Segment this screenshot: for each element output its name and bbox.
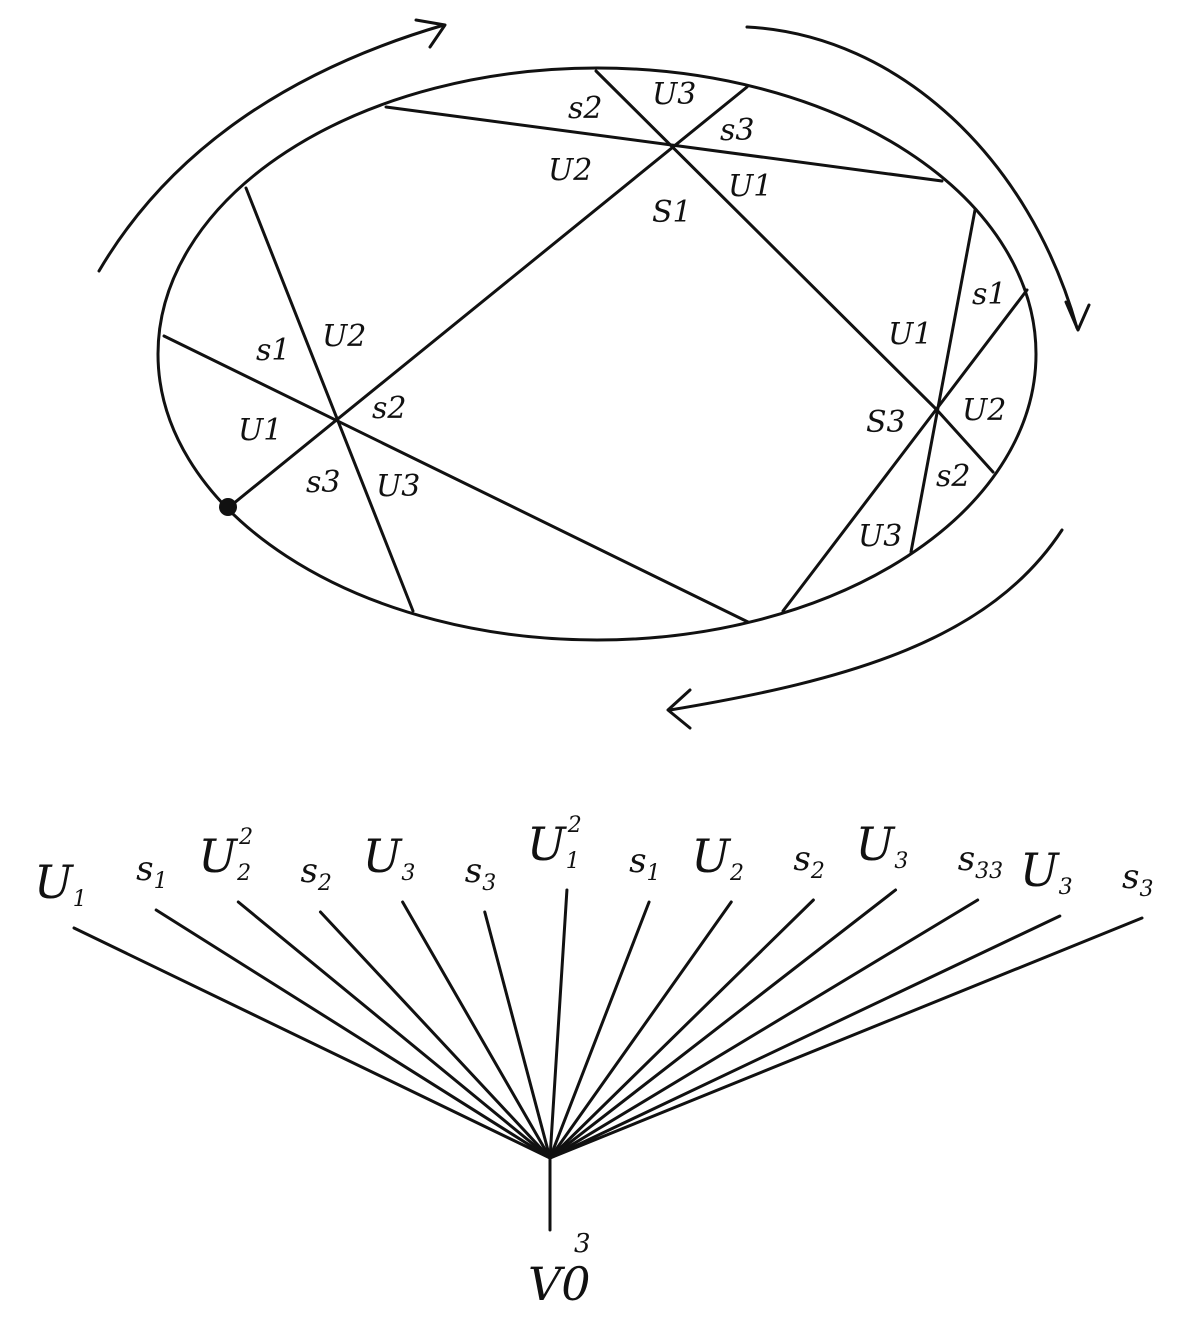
marked-point xyxy=(219,498,237,516)
chord-left-shallow xyxy=(162,334,750,624)
chord-right-short xyxy=(935,408,995,474)
ellipse-diagram: s2 U3 s3 U2 U1 S1 s1 U2 U1 s2 s3 U3 s1 U… xyxy=(97,18,1091,730)
fan-line-7 xyxy=(548,888,569,1160)
fan-leaf-label-11: U3 xyxy=(856,817,909,874)
fan-leaf-label-10: s2 xyxy=(793,839,824,884)
top-crossing-labels: s2 U3 s3 U2 U1 S1 xyxy=(548,77,772,230)
chord-left-steep xyxy=(244,186,415,613)
label-top-U1: U1 xyxy=(728,169,772,204)
left-crossing-labels: s1 U2 U1 s2 s3 U3 xyxy=(238,319,420,504)
label-right-s2: s2 xyxy=(936,459,970,494)
fan-line-10 xyxy=(548,898,815,1160)
fan-leaf-label-13: U3 xyxy=(1020,843,1073,900)
fan-line-8 xyxy=(548,900,651,1160)
fan-leaf-label-5: U3 xyxy=(363,829,416,886)
fan-line-5 xyxy=(401,900,552,1160)
fan-labels: U1 s1 U22 s2 U3 s3 U12 s1 U2 s2 U3 s33 U3 s3 xyxy=(34,813,1153,912)
label-left-U2: U2 xyxy=(322,319,366,354)
arrow-top-right-head xyxy=(1064,300,1091,332)
right-crossing-labels: s1 U1 S3 U2 s2 U3 xyxy=(858,277,1006,554)
fan-line-9 xyxy=(548,900,733,1160)
chord-top-left-diagonal xyxy=(226,85,749,510)
fan-leaf-label-4: s2 xyxy=(300,851,331,896)
chord-top-right-diagonal xyxy=(594,69,939,412)
fan-leaf-label-1: U1 xyxy=(34,855,87,912)
label-top-S1: S1 xyxy=(652,195,692,230)
fan-line-6 xyxy=(483,910,552,1160)
label-left-s3: s3 xyxy=(306,465,340,500)
label-right-S3: S3 xyxy=(866,405,906,440)
label-right-s1: s1 xyxy=(972,277,1006,312)
fan-line-3 xyxy=(236,900,552,1160)
fan-line-14 xyxy=(548,916,1144,1160)
fan-leaf-label-6: s3 xyxy=(465,851,496,896)
fan-line-1 xyxy=(72,926,552,1160)
label-right-U2: U2 xyxy=(962,393,1006,428)
label-left-U1: U1 xyxy=(238,413,282,448)
fan-leaf-label-3: U22 xyxy=(198,825,253,886)
fan-line-4 xyxy=(318,910,552,1160)
fan-line-13 xyxy=(548,914,1062,1160)
label-top-s3: s3 xyxy=(720,113,754,148)
fan-line-12 xyxy=(548,898,980,1160)
fan-leaf-label-12: s33 xyxy=(958,839,1003,884)
label-left-U3: U3 xyxy=(376,469,420,504)
arrow-top-left-head xyxy=(414,18,447,49)
label-right-U1: U1 xyxy=(888,317,932,352)
fan-root-superscript: 3 xyxy=(574,1229,591,1259)
arrow-bottom-right-head xyxy=(666,688,692,730)
outer-ellipse xyxy=(156,66,1038,642)
fan-leaf-label-14: s3 xyxy=(1122,857,1153,902)
fan-leaf-label-9: U2 xyxy=(691,829,744,886)
fan-line-2 xyxy=(154,908,552,1160)
fan-line-11 xyxy=(548,888,898,1160)
label-left-s1: s1 xyxy=(256,333,290,368)
fan-lines xyxy=(72,888,1144,1160)
fan-diagram: U1 s1 U22 s2 U3 s3 U12 s1 U2 s2 U3 s33 U3 s3 V0 3 xyxy=(34,813,1153,1311)
arrow-top-right xyxy=(745,25,1079,330)
label-top-U3: U3 xyxy=(652,77,696,112)
fan-root-label: V0 xyxy=(528,1257,591,1311)
fan-leaf-label-7: U12 xyxy=(527,813,582,874)
label-right-U3: U3 xyxy=(858,519,902,554)
rotation-arrows xyxy=(97,18,1091,730)
label-left-s2: s2 xyxy=(372,391,406,426)
label-top-U2: U2 xyxy=(548,153,592,188)
arrow-bottom-right xyxy=(668,528,1064,712)
chord-top-horizontal xyxy=(384,105,944,183)
chord-right-lower-diagonal xyxy=(781,288,1029,613)
label-top-s2: s2 xyxy=(568,91,602,126)
chord-right-steep xyxy=(909,208,977,554)
arrow-top-left xyxy=(97,23,446,273)
fan-leaf-label-2: s1 xyxy=(136,849,167,894)
fan-leaf-label-8: s1 xyxy=(629,841,660,886)
